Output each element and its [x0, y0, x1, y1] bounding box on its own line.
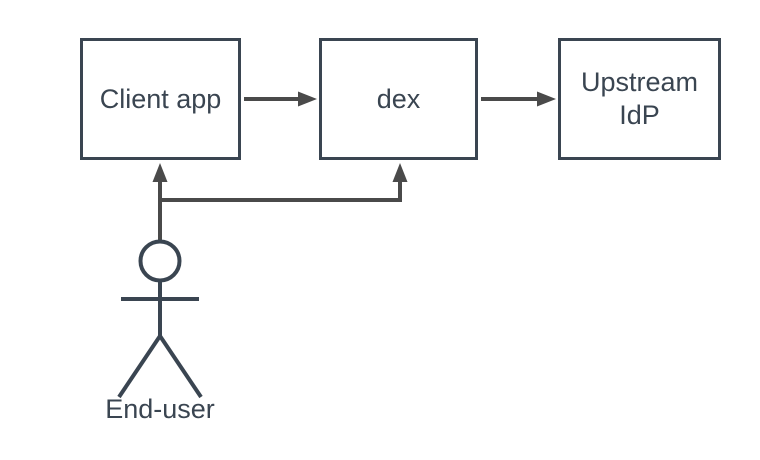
arrowhead-up-icon — [152, 163, 168, 182]
edge-dex-to-upstream-idp — [481, 91, 556, 107]
actor-leg-left — [117, 334, 162, 399]
edge-end-user-to-client-app — [152, 163, 168, 241]
actor-head — [138, 239, 182, 283]
actor-end-user-figure — [117, 239, 203, 399]
arrowhead-up-icon — [392, 163, 408, 182]
node-client-app: Client app — [80, 38, 241, 160]
node-upstream-idp-label: Upstream IdP — [580, 67, 699, 130]
arrowhead-right-icon — [298, 91, 317, 107]
actor-end-user-label: End-user — [105, 394, 215, 424]
actor-leg-right — [158, 334, 203, 399]
edge-end-user-to-dex — [160, 163, 408, 202]
arrowhead-right-icon — [537, 91, 556, 107]
node-client-app-label: Client app — [99, 83, 222, 114]
node-dex-label: dex — [376, 83, 421, 114]
edge-line — [160, 182, 402, 202]
node-dex: dex — [319, 38, 478, 160]
node-upstream-idp: Upstream IdP — [558, 38, 721, 160]
edge-client-app-to-dex — [244, 91, 317, 107]
